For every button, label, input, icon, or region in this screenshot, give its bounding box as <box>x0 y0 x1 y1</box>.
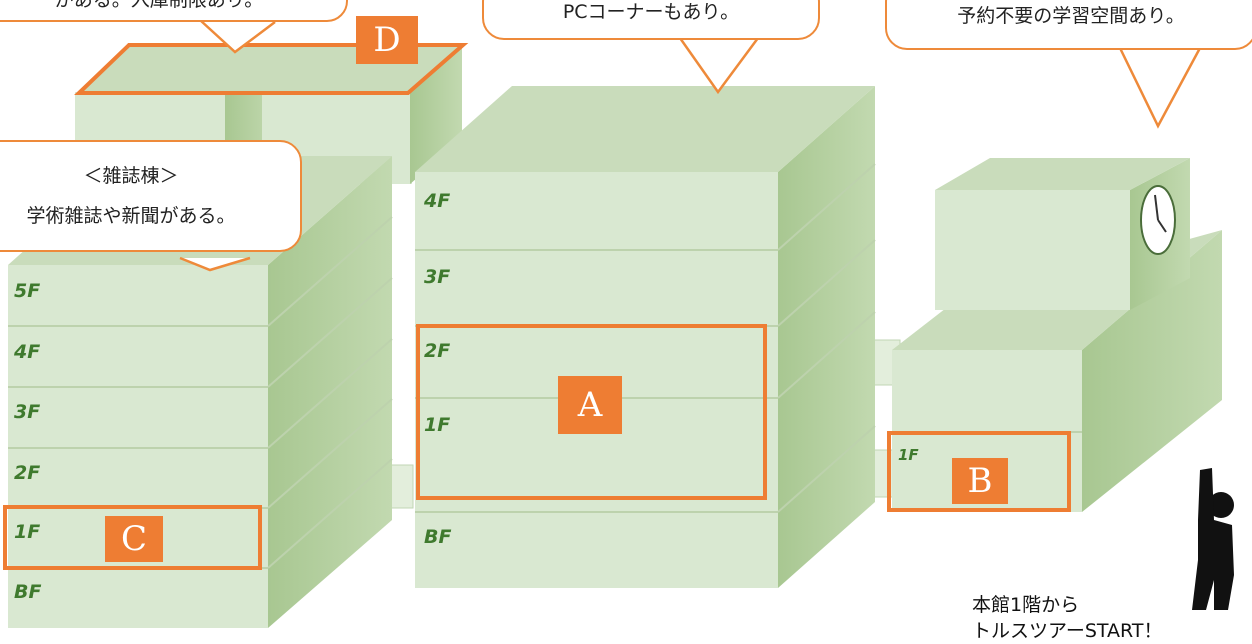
callout-text: がある。入庫制限あり。 <box>54 0 264 11</box>
callout-text: PCコーナーもあり。 <box>562 1 740 23</box>
highlight-a <box>416 324 767 500</box>
callout-top-center: PCコーナーもあり。 <box>482 0 820 40</box>
floor-label: 5F <box>14 280 40 302</box>
marker-b: B <box>952 458 1008 504</box>
callout-pointer <box>678 37 760 95</box>
callout-pointer <box>179 256 251 272</box>
floor-label: 3F <box>424 266 450 288</box>
floor-label: 2F <box>14 462 40 484</box>
highlight-d <box>74 43 469 95</box>
floor-label: BF <box>14 581 41 603</box>
person-icon <box>1192 468 1234 610</box>
callout-text: 予約不要の学習空間あり。 <box>957 5 1185 27</box>
clock-icon <box>1140 185 1176 255</box>
highlight-c <box>3 505 262 570</box>
callout-title: ＜雑誌棟＞ <box>83 165 179 187</box>
floor-label: 3F <box>14 401 40 423</box>
marker-c: C <box>105 516 163 562</box>
callout-pointer <box>1118 47 1202 129</box>
highlights <box>3 43 1071 570</box>
entrance-building <box>892 158 1222 512</box>
library-map: 4F 3F 2F 1F BF 5F 4F 3F 2F 1F BF 1F <box>3 19 1234 628</box>
floor-label-right: 1F <box>898 446 919 464</box>
start-label: 本館1階から トルスツアーSTART！ <box>972 592 1162 644</box>
floor-labels-center: 4F 3F 2F 1F BF <box>423 190 451 548</box>
marker-d: D <box>356 16 418 64</box>
callout-top-left: がある。入庫制限あり。 <box>0 0 348 22</box>
start-line-1: 本館1階から <box>972 594 1080 616</box>
start-line-2: トルスツアーSTART！ <box>972 620 1163 642</box>
main-building <box>415 86 876 588</box>
callout-pointer <box>199 19 276 54</box>
floor-label: 4F <box>13 341 40 363</box>
floor-label: 4F <box>423 190 450 212</box>
callout-top-right: 予約不要の学習空間あり。 <box>885 0 1252 50</box>
floor-label: BF <box>424 526 451 548</box>
highlight-b <box>887 431 1071 512</box>
marker-a: A <box>558 376 622 434</box>
callout-text: 学術雑誌や新聞がある。 <box>26 205 236 227</box>
floor-label: 1F <box>14 521 40 543</box>
floor-labels-left: 5F 4F 3F 2F 1F BF <box>13 280 41 603</box>
floor-label: 2F <box>424 340 450 362</box>
floor-label: 1F <box>424 414 450 436</box>
callout-magazine: ＜雑誌棟＞ 学術雑誌や新聞がある。 <box>0 140 302 252</box>
